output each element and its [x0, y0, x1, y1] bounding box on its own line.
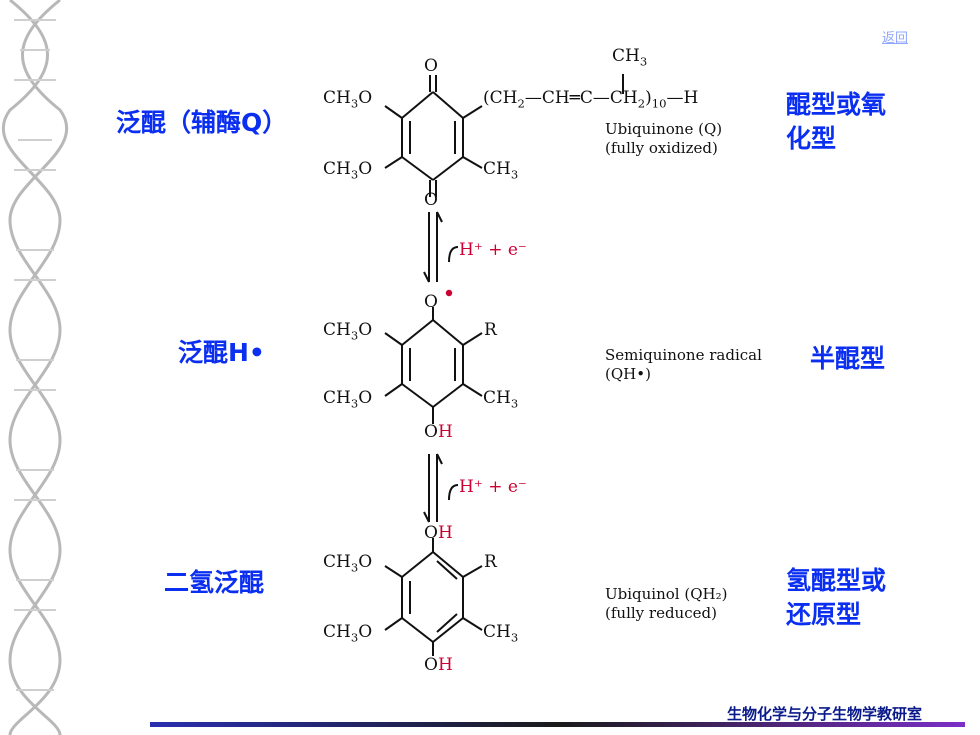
q-top-oxygen: O: [424, 56, 438, 76]
q-english-name: Ubiquinone (Q) (fully oxidized): [605, 120, 723, 157]
qh2-top-hydroxyl: OH: [424, 523, 453, 543]
qh2-bottom-hydroxyl: OH: [424, 655, 453, 675]
reaction-label-2: H⁺ + e⁻: [459, 477, 527, 497]
qh2-methoxy-bottom: CH3O: [323, 622, 373, 645]
qh2-r-group: R: [484, 552, 497, 572]
qh2-ring: [384, 538, 483, 656]
qh-top-oxygen: O: [424, 292, 438, 312]
qh-methoxy-top: CH3O: [323, 320, 373, 343]
back-link[interactable]: 返回: [881, 31, 908, 46]
qh2-methoxy-top: CH3O: [323, 552, 373, 575]
qh2-methyl: CH3: [483, 622, 519, 645]
ubiquinone-label: 泛醌（辅酶Q）: [116, 108, 288, 137]
qh2-english-name: Ubiquinol (QH₂) (fully reduced): [605, 585, 728, 622]
qh-ring: [384, 307, 483, 424]
qh-hydroxyl: OH: [424, 422, 453, 442]
qh-r-group: R: [484, 320, 497, 340]
q-chain-methyl: CH3: [612, 46, 648, 69]
equilibrium-arrow-2: [423, 453, 459, 523]
q-bottom-oxygen: O: [424, 190, 438, 210]
qh-methyl: CH3: [483, 388, 519, 411]
q-methoxy-top: CH3O: [323, 88, 373, 111]
semiquinone-form-label: 半醌型: [810, 344, 886, 373]
dna-strip-decoration: [1, 0, 69, 735]
ubiquinol-label: 二氢泛醌: [164, 568, 265, 597]
q-methoxy-bottom: CH3O: [323, 159, 373, 182]
q-side-chain: (CH2—CH═C—CH2)10—H: [483, 88, 699, 111]
footer-divider: [150, 722, 965, 727]
reduced-form-label: 氢醌型或 还原型: [786, 566, 887, 629]
oxidized-form-label: 醌型或氧 化型: [786, 90, 887, 153]
q-ring: [384, 74, 624, 197]
department-footer: 生物化学与分子生物学教研室: [726, 705, 922, 723]
qh-english-name: Semiquinone radical (QH•): [605, 346, 762, 383]
qh-methoxy-bottom: CH3O: [323, 388, 373, 411]
q-methyl: CH3: [483, 159, 519, 182]
semiquinone-label: 泛醌H•: [178, 338, 265, 367]
reaction-label-1: H⁺ + e⁻: [459, 240, 527, 260]
equilibrium-arrow-1: [423, 211, 459, 283]
